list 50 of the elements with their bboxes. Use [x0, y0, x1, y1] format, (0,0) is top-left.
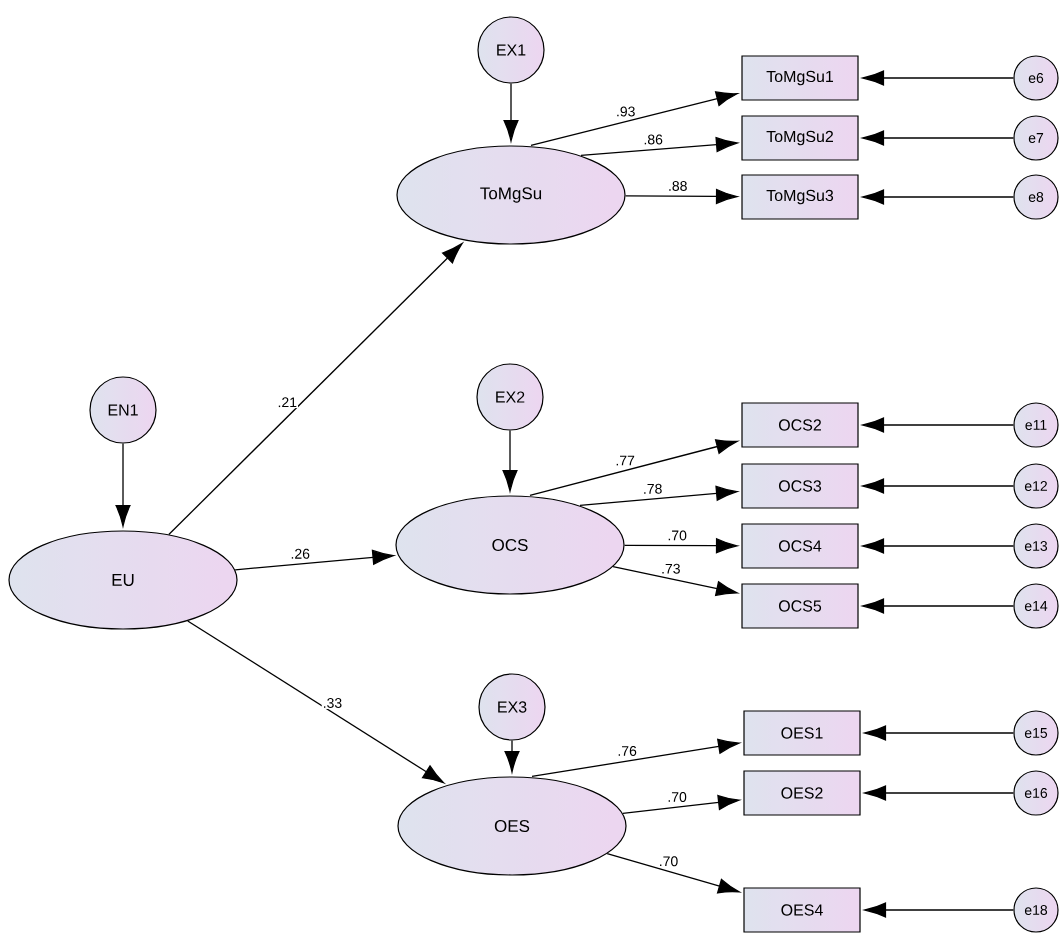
- indicator-box: ToMgSu1: [741, 55, 859, 101]
- edge-label: .26: [289, 547, 311, 560]
- edge-label: .70: [666, 791, 688, 803]
- edge-label: .77: [614, 454, 636, 467]
- arrow: [622, 794, 740, 814]
- indicator-box: OES2: [743, 770, 861, 816]
- arrow: [579, 485, 738, 507]
- indicator-box: OCS2: [741, 402, 859, 448]
- arrow: [531, 738, 740, 778]
- edge-label: .21: [276, 396, 298, 409]
- edge-label: .73: [660, 562, 682, 575]
- arrow: [624, 188, 738, 204]
- indicator-box: ToMgSu3: [741, 174, 859, 220]
- arrow: [862, 598, 1015, 614]
- indicator-box: OCS3: [741, 463, 859, 509]
- indicator-box: OES1: [743, 710, 861, 756]
- arrow: [612, 566, 738, 597]
- edge-label: .86: [642, 133, 664, 146]
- arrow: [530, 91, 738, 147]
- arrow: [580, 137, 738, 157]
- arrow: [862, 417, 1015, 433]
- indicator-box: OCS5: [741, 583, 859, 629]
- arrow: [115, 442, 131, 527]
- arrow: [864, 785, 1015, 801]
- arrow: [503, 82, 519, 142]
- arrow: [502, 429, 518, 492]
- arrow: [168, 243, 463, 536]
- edge-label: .33: [321, 697, 344, 709]
- arrow: [862, 130, 1015, 146]
- arrow: [504, 739, 520, 773]
- arrow: [864, 725, 1015, 741]
- edge-label: .88: [666, 180, 689, 192]
- arrow: [862, 70, 1015, 86]
- arrow: [623, 538, 738, 554]
- indicator-box: ToMgSu2: [741, 115, 859, 161]
- edge-label: .78: [641, 482, 664, 495]
- edge-label: .93: [614, 105, 637, 118]
- arrow: [529, 439, 738, 497]
- arrow: [864, 902, 1015, 918]
- arrow: [862, 189, 1015, 205]
- edge-label: .76: [616, 745, 638, 757]
- edge-label: .70: [666, 529, 688, 542]
- indicator-box: OCS4: [741, 523, 859, 569]
- arrow: [234, 549, 394, 571]
- indicator-box: OES4: [743, 887, 861, 933]
- arrow: [606, 852, 740, 894]
- arrow: [862, 538, 1015, 554]
- arrow: [862, 478, 1015, 494]
- arrow: [187, 620, 445, 784]
- edge-label: .70: [657, 855, 680, 868]
